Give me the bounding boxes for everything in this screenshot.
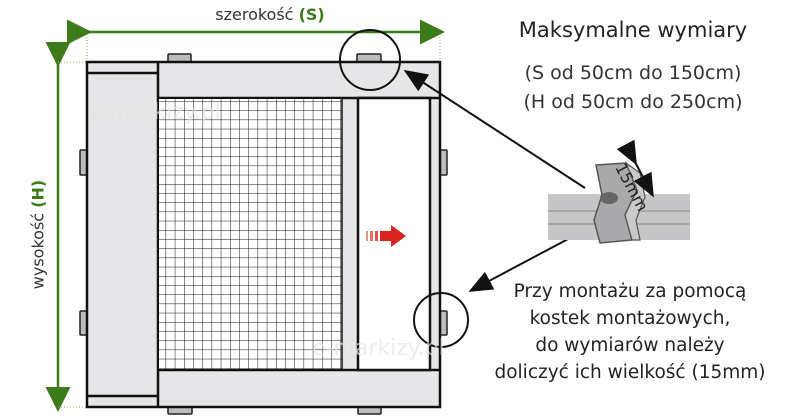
max-dimensions-title: Maksymalne wymiary bbox=[518, 18, 748, 42]
note-line-1: Przy montażu za pomocą bbox=[513, 281, 747, 302]
watermark: e-markizy.pl bbox=[88, 100, 221, 125]
callout-circle-side bbox=[413, 292, 469, 348]
width-label: szerokość (S) bbox=[215, 5, 325, 24]
slide-direction-arrow bbox=[366, 225, 406, 247]
height-range: (H od 50cm do 250cm) bbox=[523, 91, 743, 113]
callout-circle-top bbox=[339, 29, 401, 91]
height-symbol: H bbox=[28, 187, 48, 201]
height-dimension-arrow bbox=[45, 42, 110, 412]
note-line-2: kostek montażowych, bbox=[529, 308, 731, 329]
screw-hole-icon bbox=[600, 192, 618, 204]
watermark: e-markizy.pl bbox=[312, 336, 445, 361]
note-line-4: doliczyć ich wielkość (15mm) bbox=[494, 362, 766, 383]
width-range: (S od 50cm do 150cm) bbox=[524, 62, 742, 84]
height-label: wysokość (H) bbox=[28, 179, 48, 290]
clip-detail-illustration bbox=[548, 139, 690, 244]
callout-arrow-top bbox=[403, 69, 586, 189]
insect-mesh bbox=[159, 99, 342, 369]
note-line-3: do wymiarów należy bbox=[535, 335, 725, 356]
width-symbol: S bbox=[305, 5, 318, 24]
